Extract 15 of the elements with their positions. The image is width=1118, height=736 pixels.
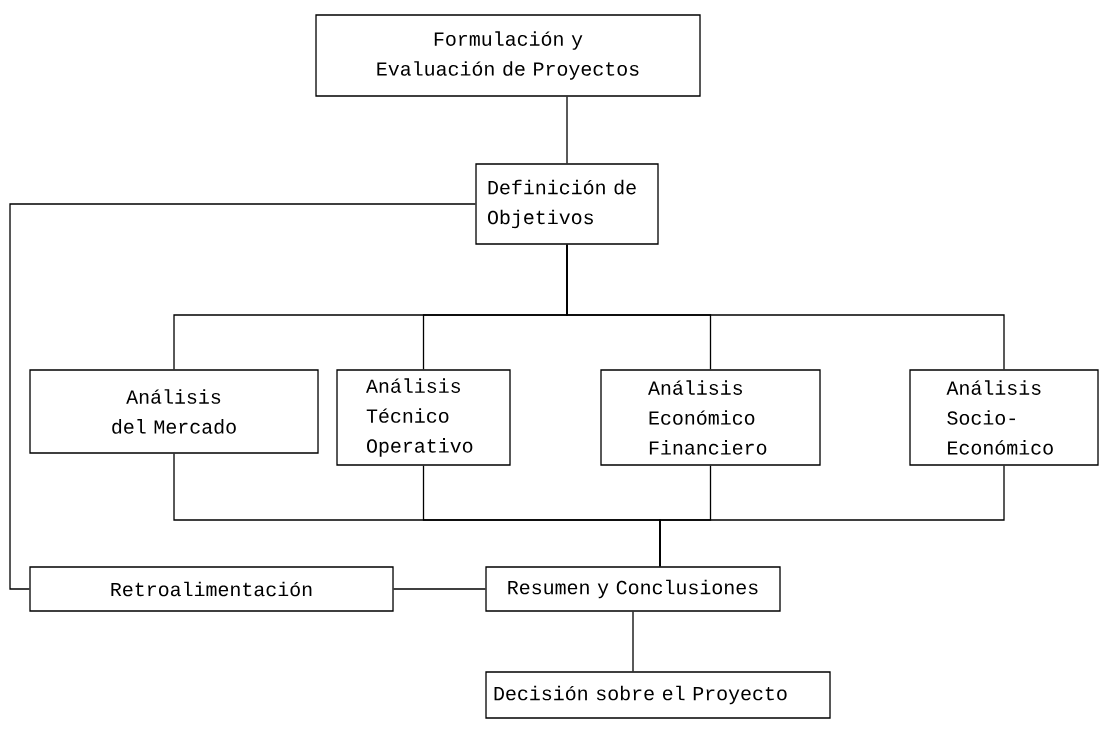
connector (566, 96, 568, 164)
connector (566, 244, 1005, 370)
connector (393, 588, 486, 590)
process-box: Análisis del Mercado (29, 369, 319, 454)
process-box: Decisión sobre el Proyecto (485, 671, 831, 719)
title-box: Formulación y Evaluación de Proyectos (315, 14, 701, 97)
process-box: Definición de Objetivos (475, 163, 659, 245)
process-box: Retroalimentación (29, 566, 394, 612)
process-box: Análisis Socio-Económico (909, 369, 1099, 466)
connector (659, 465, 1005, 567)
process-box: Resumen y Conclusiones (485, 566, 781, 612)
connector (632, 611, 634, 672)
connector (9, 203, 476, 590)
process-box: Análisis Técnico Operativo (336, 369, 511, 466)
process-box: Análisis Económico Financiero (600, 369, 821, 466)
